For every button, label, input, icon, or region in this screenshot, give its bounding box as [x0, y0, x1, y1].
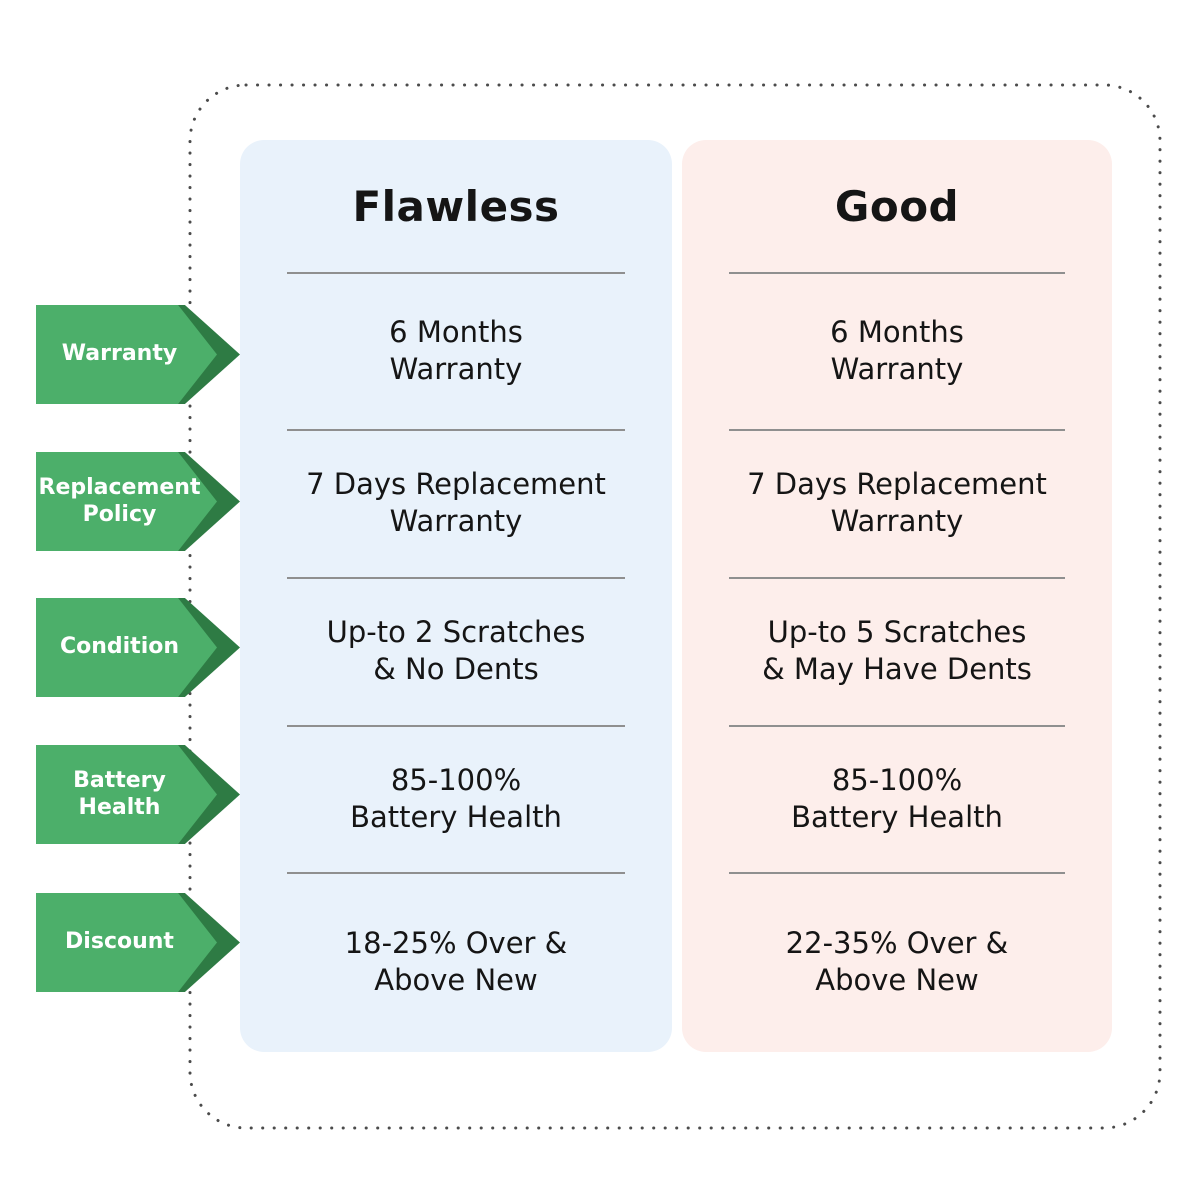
row-label: Warranty: [61, 341, 178, 367]
cell-good-warranty: 6 Months Warranty: [830, 314, 964, 386]
cell-flawless-condition: Up-to 2 Scratches & No Dents: [326, 615, 586, 686]
row-label-arrow-battery-health: Battery Health: [36, 745, 240, 844]
divider: [287, 272, 625, 274]
divider: [287, 872, 625, 874]
cell-flawless-battery-health: 85-100% Battery Health: [350, 762, 562, 834]
row-label-arrow-warranty: Warranty: [36, 305, 240, 404]
cell-good-battery-health: 85-100% Battery Health: [791, 762, 1003, 834]
cell-good-discount: 22-35% Over & Above New: [785, 926, 1009, 997]
row-label: Replacement Policy: [38, 475, 201, 527]
divider: [729, 872, 1065, 874]
divider: [287, 577, 625, 579]
arrow-shape: Warranty: [36, 305, 217, 404]
arrow-shape: Condition: [36, 598, 217, 697]
divider: [287, 725, 625, 727]
row-label-arrow-discount: Discount: [36, 893, 240, 992]
cell-flawless-discount: 18-25% Over & Above New: [344, 926, 568, 997]
column-flawless: Flawless 6 Months Warranty 7 Days Replac…: [240, 140, 672, 1052]
arrow-shape: Replacement Policy: [36, 452, 217, 551]
arrow-shape: Discount: [36, 893, 217, 992]
divider: [729, 429, 1065, 431]
row-label: Condition: [59, 634, 180, 660]
column-good: Good 6 Months Warranty 7 Days Replacemen…: [682, 140, 1112, 1052]
cell-flawless-replacement-policy: 7 Days Replacement Warranty: [306, 467, 606, 538]
row-label-arrow-condition: Condition: [36, 598, 240, 697]
row-label: Battery Health: [73, 768, 166, 820]
cell-good-condition: Up-to 5 Scratches & May Have Dents: [762, 615, 1032, 686]
divider: [287, 429, 625, 431]
divider: [729, 577, 1065, 579]
row-label-arrow-replacement-policy: Replacement Policy: [36, 452, 240, 551]
cell-flawless-warranty: 6 Months Warranty: [389, 314, 523, 386]
cell-good-replacement-policy: 7 Days Replacement Warranty: [747, 467, 1047, 538]
arrow-shape: Battery Health: [36, 745, 217, 844]
divider: [729, 272, 1065, 274]
column-title-flawless: Flawless: [352, 181, 560, 231]
column-title-good: Good: [834, 181, 960, 231]
row-label: Discount: [65, 929, 174, 955]
divider: [729, 725, 1065, 727]
